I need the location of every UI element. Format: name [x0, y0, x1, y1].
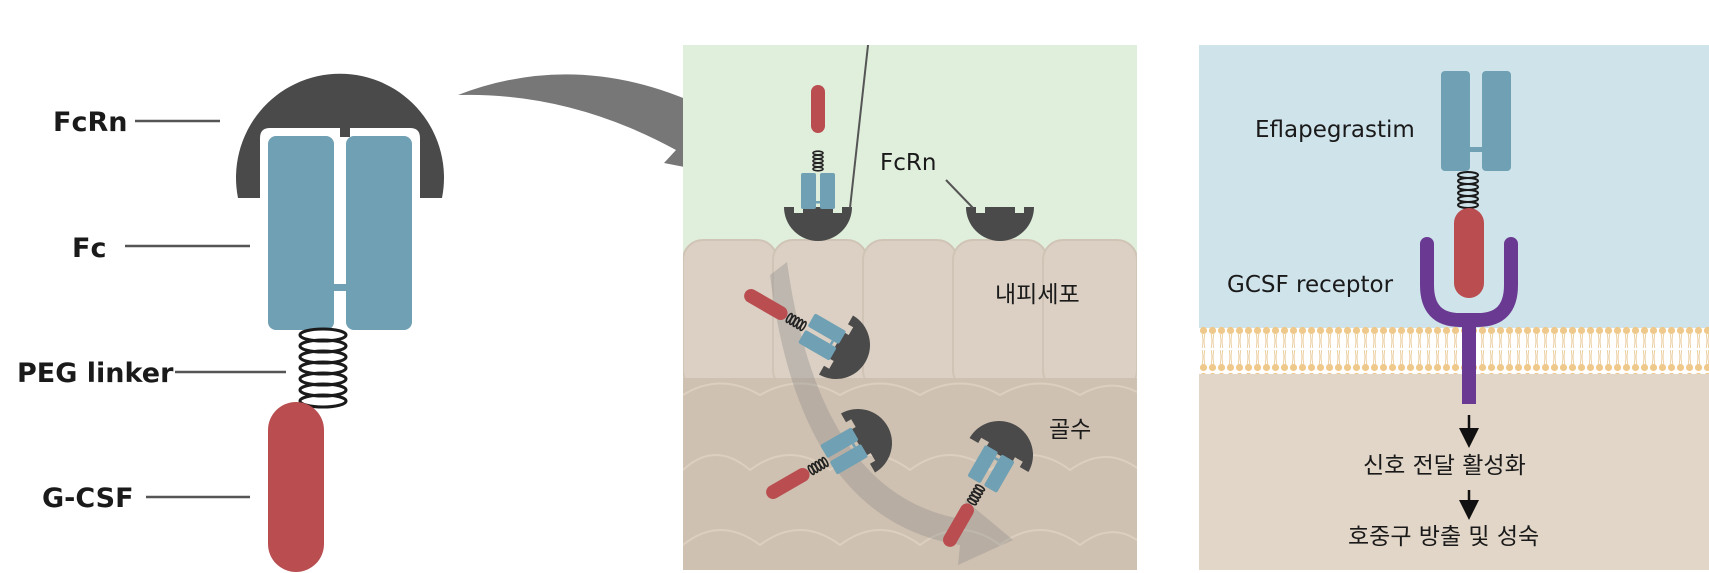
- fcrn-mid-label: FcRn: [880, 150, 936, 176]
- fc-right-chain: [346, 136, 412, 330]
- peg-linker-label: PEG linker: [17, 358, 174, 389]
- peg-linker-spring: [298, 327, 348, 409]
- fc-label: Fc: [72, 233, 106, 264]
- mechanism-panel: FcRn 내피세포 골수: [683, 45, 1137, 570]
- peg-spring-right: [1457, 171, 1479, 209]
- endothelial-layer: [683, 239, 1137, 391]
- bone-marrow-layer: [683, 378, 1137, 570]
- receptor-panel: Eflapegrastim GCSF receptor 신호 전달 활성화 호중…: [1199, 45, 1709, 570]
- fcrn-complex-surface: [784, 85, 852, 241]
- gcsf-bound: [1454, 208, 1484, 298]
- neutrophil-release-label: 호중구 방출 및 성숙: [1348, 524, 1539, 550]
- molecule-structure: FcRn Fc PEG linker G-CSF: [17, 73, 444, 572]
- fc-left-chain: [268, 136, 334, 330]
- fcrn-shape: [236, 73, 444, 198]
- eflapegrastim-label: Eflapegrastim: [1255, 117, 1415, 143]
- fcrn-leader-left: [849, 45, 870, 209]
- gcsf-shape: [268, 402, 324, 572]
- curved-arrow-icon: [458, 74, 751, 180]
- gcsf-label: G-CSF: [42, 483, 134, 514]
- transport-arrow-icon: [770, 262, 1013, 565]
- fcrn-leader-right: [945, 179, 974, 209]
- bone-marrow-label: 골수: [1049, 417, 1091, 443]
- signal-activation-label: 신호 전달 활성화: [1363, 453, 1526, 479]
- fc-hinge: [334, 284, 346, 291]
- gcsf-receptor-label: GCSF receptor: [1227, 272, 1394, 298]
- fcrn-label: FcRn: [53, 107, 127, 138]
- endothelial-label: 내피세포: [995, 282, 1080, 308]
- cell-membrane: [1199, 326, 1709, 374]
